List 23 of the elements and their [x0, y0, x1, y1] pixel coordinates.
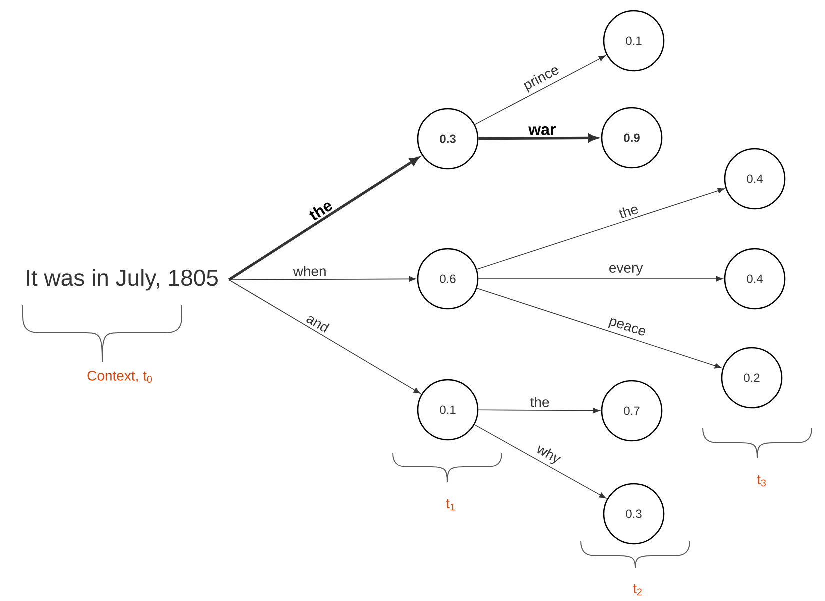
- edge-label: war: [528, 126, 556, 136]
- arrow: [478, 408, 600, 414]
- arrow: [228, 280, 421, 394]
- edge-label: every: [610, 265, 644, 276]
- arrow: [228, 276, 416, 282]
- step-label: t$_{3}$: [757, 475, 766, 487]
- edge-label: when: [293, 266, 326, 276]
- arrow: [474, 424, 606, 499]
- arrow: [476, 288, 722, 369]
- edge-label: the: [618, 206, 638, 219]
- step-label: t$_{1}$: [446, 499, 455, 511]
- step-label: t$_{2}$: [633, 584, 642, 596]
- arrow: [474, 56, 606, 126]
- edge-label: why: [538, 446, 562, 464]
- arrow: [478, 276, 724, 282]
- edge-label: the: [530, 396, 550, 408]
- arrow: [228, 157, 420, 282]
- edge-label: the: [309, 202, 332, 220]
- arrow: [476, 188, 725, 270]
- sentence-text: It was in July, 1805: [27, 269, 218, 291]
- step-label: Context, t$_{0}$: [88, 370, 152, 383]
- edge-label: peace: [608, 318, 646, 336]
- edge-label: and: [306, 316, 330, 333]
